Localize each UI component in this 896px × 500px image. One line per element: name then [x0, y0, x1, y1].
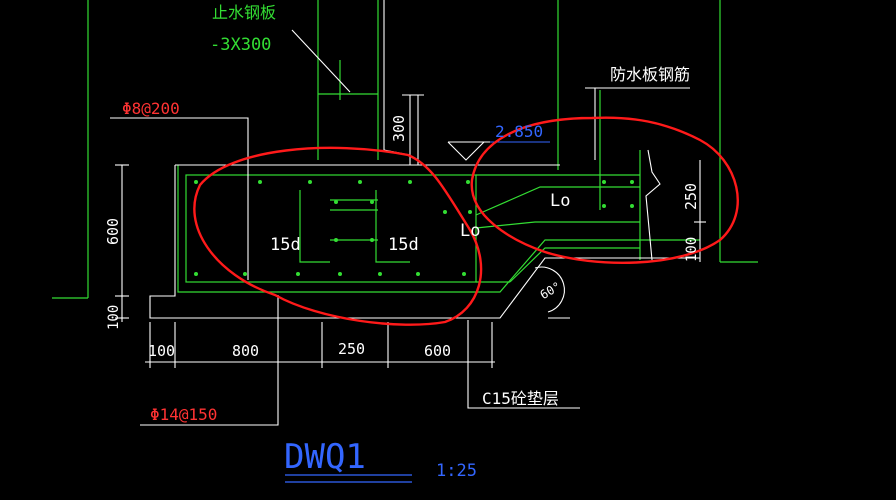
dimension-slab-bottom: 100: [684, 237, 700, 262]
rebar-dots: [194, 180, 634, 276]
anchor-left-label: 15d: [270, 235, 301, 255]
dimension-total-height: 600: [104, 218, 122, 245]
elevation-label: 2.850: [495, 122, 543, 141]
waterproof-rebar-label: 防水板钢筋: [610, 65, 690, 84]
dimension-slab-thickness: 250: [682, 183, 700, 210]
dimension-bottom-3: 250: [338, 340, 365, 358]
cloud-markup-left: [193, 146, 483, 326]
dimension-bottom-1: 100: [148, 342, 175, 360]
top-rebar-label: Φ8@200: [122, 99, 180, 118]
dimension-bottom-4: 600: [424, 342, 451, 360]
anchor-right-label: 15d: [388, 235, 419, 255]
drawing-title: DWQ1: [284, 437, 366, 477]
water-stop-plate-label: 止水钢板: [212, 3, 276, 22]
dimension-bottom-2: 800: [232, 342, 259, 360]
drawing-scale: 1:25: [436, 461, 477, 481]
dimension-wall-height: 300: [390, 115, 408, 142]
dimension-cushion-height: 100: [106, 305, 122, 330]
lap-length-label-2: Lo: [460, 221, 480, 241]
cushion-label: C15砼垫层: [482, 389, 559, 408]
lap-length-label-1: Lo: [550, 191, 570, 211]
outline-and-dimensions: [110, 0, 706, 426]
cloud-markup-right: [470, 116, 739, 265]
slope-angle-label: 60°: [538, 279, 564, 302]
bottom-rebar-label: Φ14@150: [150, 405, 217, 424]
water-stop-spec-label: -3X300: [210, 35, 271, 55]
